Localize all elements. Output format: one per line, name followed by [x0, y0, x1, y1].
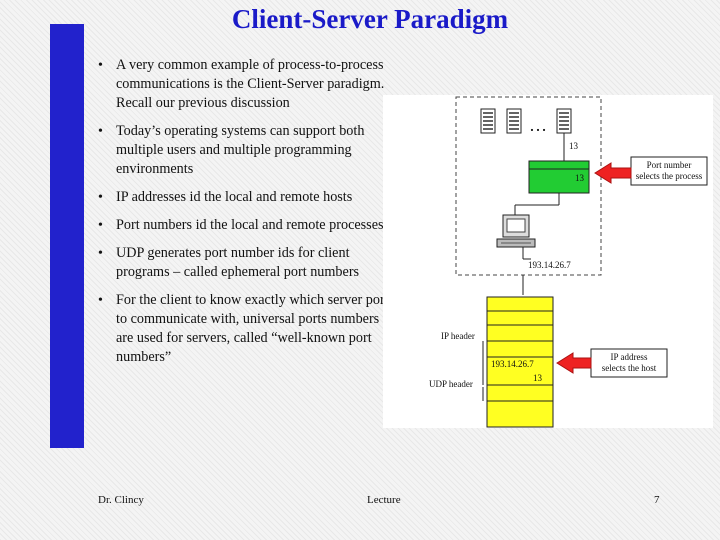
- port-arrow-icon: [594, 162, 632, 184]
- bullet-text: Port numbers id the local and remote pro…: [116, 217, 384, 233]
- ip-callout-line-2: selects the host: [602, 363, 657, 373]
- footer-page-number: 7: [654, 494, 660, 506]
- bullet-item: • For the client to know exactly which se…: [98, 291, 398, 367]
- host-address-label: 193.14.26.7: [528, 260, 571, 270]
- bullet-text: A very common example of process-to-proc…: [116, 57, 385, 111]
- port-callout-box: [630, 156, 708, 186]
- bullet-item: • A very common example of process-to-pro…: [98, 56, 398, 113]
- process-icon: [506, 108, 522, 134]
- computer-icon: [496, 214, 536, 248]
- process-icon: [480, 108, 496, 134]
- bullet-list: • A very common example of process-to-pro…: [98, 56, 398, 376]
- bullet-item: • UDP generates port number ids for clien…: [98, 244, 398, 282]
- bullet-item: • Port numbers id the local and remote pr…: [98, 216, 398, 235]
- process-icon: [556, 108, 572, 134]
- ip-header-label: IP header: [441, 331, 475, 341]
- ellipsis-label: …: [529, 115, 547, 135]
- packet-port-value: 13: [533, 373, 543, 383]
- port-callout-line-1: Port number: [647, 160, 692, 170]
- bullet-glyph: •: [98, 246, 103, 261]
- bullet-text: UDP generates port number ids for client…: [116, 245, 360, 280]
- client-server-diagram: … 13 13 193.14.26.7: [383, 95, 713, 428]
- bullet-glyph: •: [98, 58, 103, 73]
- bullet-text: For the client to know exactly which ser…: [116, 292, 389, 365]
- packet-ip-value: 193.14.26.7: [491, 359, 534, 369]
- bullet-glyph: •: [98, 124, 103, 139]
- udp-header-label: UDP header: [429, 379, 473, 389]
- footer-center: Lecture: [367, 494, 401, 506]
- bullet-glyph: •: [98, 293, 103, 308]
- bullet-item: • IP addresses id the local and remote ho…: [98, 188, 398, 207]
- bullet-glyph: •: [98, 190, 103, 205]
- port-box-number: 13: [575, 173, 585, 183]
- packet-stack: [486, 296, 554, 428]
- bullet-glyph: •: [98, 218, 103, 233]
- bullet-text: Today’s operating systems can support bo…: [116, 123, 365, 177]
- footer-author: Dr. Clincy: [98, 494, 144, 506]
- sidebar-accent-bar: [50, 24, 84, 448]
- port-callout-line-2: selects the process: [636, 171, 703, 181]
- ip-arrow-icon: [556, 352, 592, 374]
- port-number-top: 13: [569, 141, 579, 151]
- bullet-text: IP addresses id the local and remote hos…: [116, 189, 353, 205]
- diagram-canvas: … 13 13 193.14.26.7: [429, 96, 708, 428]
- bullet-item: • Today’s operating systems can support b…: [98, 122, 398, 179]
- ip-callout-line-1: IP address: [611, 352, 648, 362]
- host-boundary: [455, 96, 602, 276]
- ip-callout-box: [590, 348, 668, 378]
- slide-title: Client-Server Paradigm: [231, 4, 509, 34]
